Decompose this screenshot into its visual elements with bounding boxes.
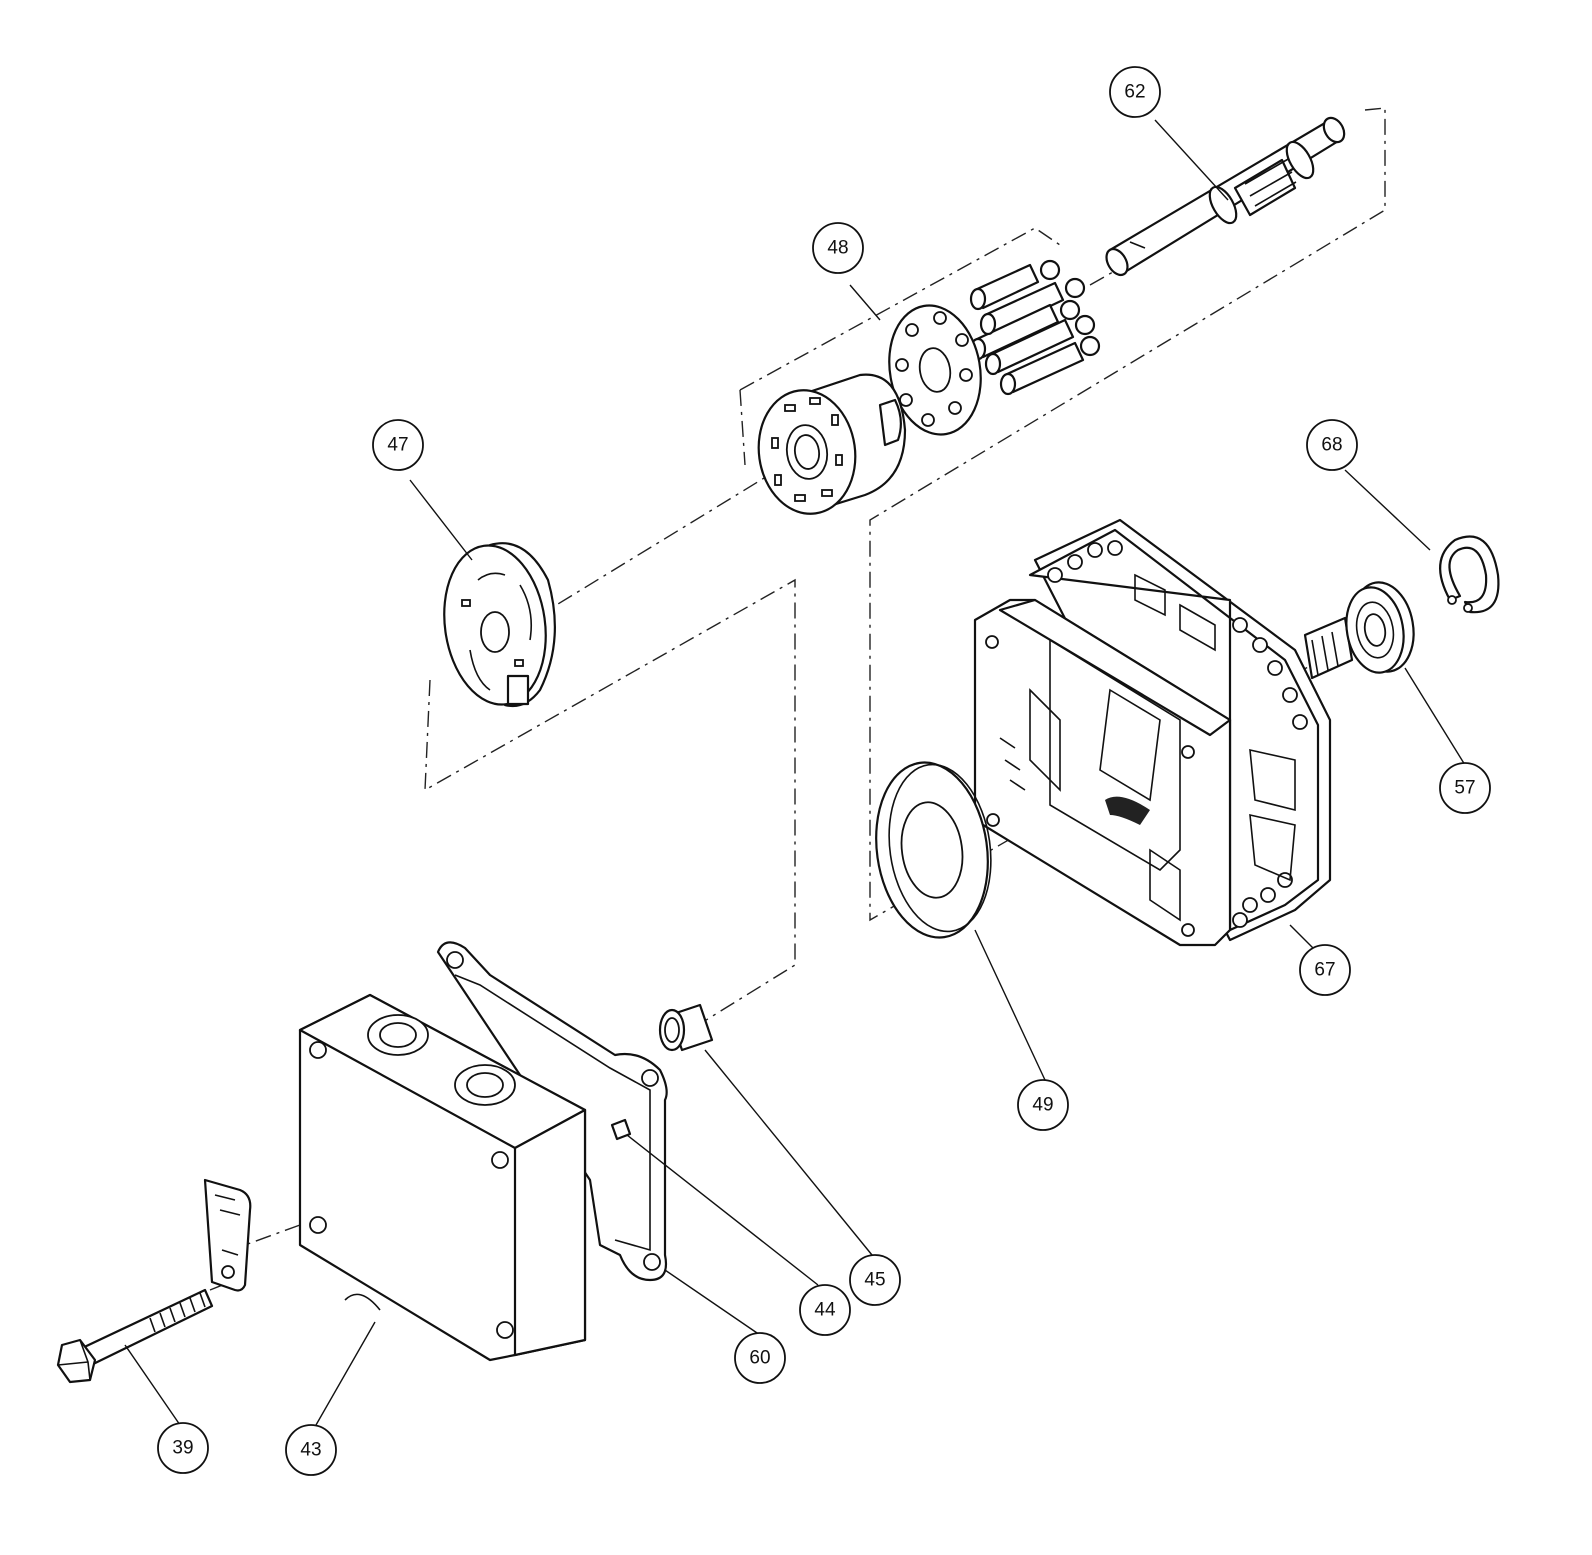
callout-68: 68 bbox=[1306, 419, 1358, 471]
callout-47: 47 bbox=[372, 419, 424, 471]
callout-48-label: 48 bbox=[827, 238, 848, 259]
retainer-plate bbox=[888, 304, 982, 436]
end-cover bbox=[298, 993, 587, 1362]
flange-bolt-holes bbox=[1047, 540, 1308, 928]
callout-67: 67 bbox=[1299, 944, 1351, 996]
callout-47-label: 47 bbox=[387, 435, 408, 456]
callout-60: 60 bbox=[734, 1332, 786, 1384]
bearing bbox=[1345, 581, 1415, 674]
callout-39: 39 bbox=[157, 1422, 209, 1474]
callout-44: 44 bbox=[799, 1284, 851, 1336]
callout-43-label: 43 bbox=[300, 1440, 321, 1461]
callout-67-label: 67 bbox=[1314, 960, 1335, 981]
callout-62: 62 bbox=[1109, 66, 1161, 118]
callout-45-label: 45 bbox=[864, 1270, 885, 1291]
callout-44-label: 44 bbox=[814, 1300, 836, 1321]
callout-43: 43 bbox=[285, 1424, 337, 1476]
snap-ring bbox=[1439, 535, 1500, 614]
pistons bbox=[969, 259, 1101, 396]
callout-48: 48 bbox=[812, 222, 864, 274]
needle-bushing bbox=[658, 1003, 714, 1052]
dowel-pin bbox=[610, 1118, 632, 1141]
callout-45: 45 bbox=[849, 1254, 901, 1306]
thrust-washer bbox=[875, 761, 992, 939]
cap-screw bbox=[56, 1288, 214, 1384]
callout-57: 57 bbox=[1439, 762, 1491, 814]
piston-group bbox=[757, 259, 1101, 515]
callout-60-label: 60 bbox=[749, 1348, 770, 1369]
cylinder-block bbox=[757, 373, 907, 515]
callout-68-label: 68 bbox=[1321, 435, 1342, 456]
pump-housing bbox=[973, 518, 1354, 947]
callout-49-label: 49 bbox=[1032, 1095, 1053, 1116]
nameplate bbox=[203, 1178, 252, 1292]
callout-39-label: 39 bbox=[172, 1438, 193, 1459]
callout-57-label: 57 bbox=[1454, 778, 1475, 799]
callout-62-label: 62 bbox=[1124, 82, 1145, 103]
port-plate bbox=[443, 542, 556, 708]
leader-lines bbox=[124, 119, 1466, 1426]
callout-49: 49 bbox=[1017, 1079, 1069, 1131]
